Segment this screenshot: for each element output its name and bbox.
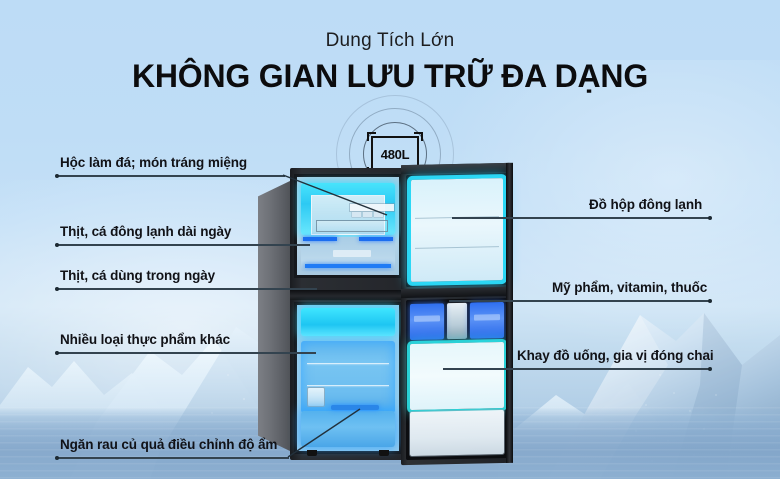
freezer-glow [301,183,395,235]
callout-left-2-leader [55,242,310,247]
door-fridge-section [406,297,508,461]
callout-left-4-leader [55,350,316,355]
freezer-lower-drawer [301,237,395,271]
callout-right-1-leader [452,215,712,220]
callout-right-3-label: Khay đồ uống, gia vị đóng chai [517,348,714,363]
callout-left-1-label: Hộc làm đá; món tráng miệng [60,155,248,170]
callout-left-3-dot [55,286,59,291]
fridge-compartment [294,302,402,456]
callout-left-4-label: Nhiều loại thực phẩm khác [60,332,231,347]
callout-left-3-leader [55,286,317,291]
callout-right-2-leader [449,298,712,303]
door-freezer-shelf-line [415,246,499,249]
callout-left-4-dot [55,350,59,355]
callout-left-2-label: Thịt, cá đông lạnh dài ngày [60,224,232,239]
callout-left-2-dot [55,242,59,247]
door-freezer-section [406,172,508,288]
door-right-edge [506,162,513,463]
callout-right-2-label: Mỹ phẩm, vitamin, thuốc [552,280,708,295]
fridge-shelf-line [307,385,389,386]
freezer-compartment [294,174,402,278]
door-water-dispenser-unit [447,302,467,340]
fridge-top-shelf-glow [301,308,395,336]
door-lower-bottle-bin [410,410,504,456]
page-subtitle: Dung Tích Lớn [325,30,455,51]
capacity-value: 480L [380,146,410,162]
callout-right-1-dot [708,215,712,220]
freezer-drawer-label [333,250,371,257]
callout-right-3-leader [443,366,712,371]
callout-left-5-label: Ngăn rau củ quả điều chỉnh độ ẩm [60,437,278,452]
callout-right-3-dot [708,366,712,371]
door-freezer-shelf-glow [411,178,503,282]
callout-left-5-dot [55,455,59,460]
callout-right-1-label: Đồ hộp đông lạnh [589,197,703,212]
fridge-main-shelves [301,341,395,413]
callout-left-5-diagonal [287,408,361,458]
page-title: KHÔNG GIAN LƯU TRỮ ĐA DẠNG [131,58,649,94]
refrigerator-illustration [258,162,513,466]
door-bin-left [410,303,444,340]
crisper-handle [331,405,379,410]
callout-left-1-diagonal [283,174,388,216]
compartment-divider [290,290,406,300]
frame-corner-top-left-icon [367,132,376,141]
callout-left-1-leader [55,173,285,178]
internal-water-dispenser [307,387,325,407]
fridge-shelf-line [307,363,389,364]
callout-left-5-leader [55,455,289,460]
freezer-interior [311,195,394,235]
open-door [401,162,513,466]
door-middle-hinge-bar [401,286,513,299]
freezer-drawer-glow-band [305,264,391,268]
callout-left-3-label: Thịt, cá dùng trong ngày [60,268,216,283]
fridge-side-panel [258,180,292,452]
ice-tray [350,204,394,217]
frame-corner-top-right-icon [414,132,423,141]
vegetable-crisper-drawer [301,405,395,447]
fridge-foot [379,450,389,456]
door-glass-shelf [410,342,504,410]
callout-left-1-dot [55,173,59,178]
fridge-foot [307,450,317,456]
freezer-wire-rack [316,220,388,232]
door-bin-row [410,302,504,340]
callout-right-2-dot [708,298,712,303]
door-bin-right [470,302,504,339]
